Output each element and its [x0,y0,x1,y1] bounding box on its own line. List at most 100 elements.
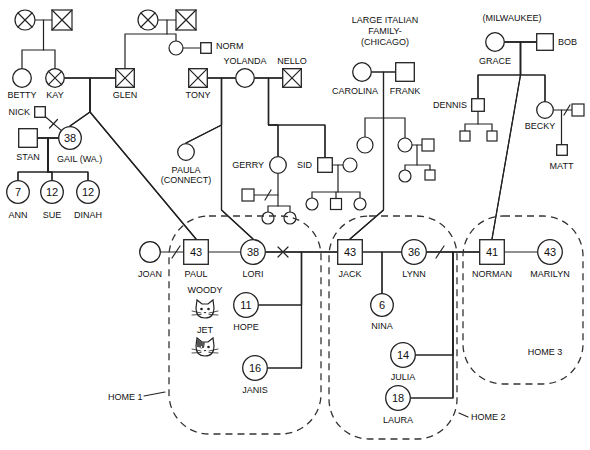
person-circle [59,127,82,150]
person-circle [486,33,505,52]
person-name: DENNIS [433,100,467,110]
person-square [34,106,46,118]
person-circle [538,240,563,265]
relationship-line [209,251,240,252]
person-name: CAROLINA [332,86,378,96]
sid-family [331,199,342,210]
person-circle [243,356,268,381]
home-region: HOME 143PAUL38LORI11HOPE16JANIS [168,215,322,435]
grandparents-left [18,13,32,27]
relationship-line [65,78,90,126]
cat-icon [207,308,210,311]
person-circle [537,102,554,119]
person-circle [235,68,255,88]
person-name: LYNN [402,269,425,279]
gerry-family [277,195,278,206]
gerry-family [254,174,278,195]
female-person: 38GAIL (WA.) [58,126,82,150]
person-circle [13,69,32,88]
relationship-line [38,138,52,180]
cat-icon [200,308,203,311]
person-square [282,68,302,88]
male-person: NICK [34,106,46,118]
female-person: 6NINA [370,293,394,317]
italian-family [399,170,411,182]
person-name: YOLANDA [224,56,267,66]
person-square [395,62,415,82]
grandparents-left [52,10,72,30]
female-person: YOLANDA [235,68,255,88]
female-person: 11HOPE [233,292,259,318]
person-name: LORI [242,269,263,279]
grandparents-left [22,50,55,68]
female-person: BETTY [12,68,32,88]
female-person: 18LAURA [385,385,411,411]
cat-icon [204,350,207,352]
person-name: GLEN [113,90,138,100]
grandparents-left [52,10,72,30]
dennis-family [465,124,492,131]
female-person: 43MARILYN [537,239,563,265]
relationship-line [255,78,278,156]
male-person: 41NORMAN [479,239,505,265]
male-person: NORM [200,42,212,54]
grandparents-left [43,20,44,50]
female-person: GRACE [485,32,505,52]
sid-family [354,198,366,210]
deceased-mark [189,69,208,88]
italian-family [398,138,412,152]
person-circle [402,240,427,265]
cat-icon [192,311,218,315]
italian-family [405,165,430,170]
person-square [556,145,567,156]
person-name: JACK [338,269,361,279]
relationship-line [269,78,283,156]
male-person: 43JACK [337,239,363,265]
person-circle [371,294,394,317]
relationship-line [90,78,196,239]
grandparents-left [15,10,72,68]
home-label: HOME 2 [471,412,506,422]
relationship-line [382,252,401,293]
female-person: 16JANIS [242,355,268,381]
person-name: NORM [216,41,244,51]
relationship-line [363,252,382,293]
grandparents-middle [138,10,158,30]
relationship-line [259,252,302,305]
age-number: 12 [76,180,100,204]
dennis-family [477,112,478,124]
male-person: BOB [536,33,554,51]
note-label: (MILWAUKEE) [482,13,541,24]
note-label: LARGE ITALIAN FAMILY- (CHICAGO) [349,15,421,48]
deceased-mark [48,71,62,85]
relationship-line [492,42,536,239]
dennis-family [487,131,497,141]
person-circle [139,241,161,263]
male-person: MATT [556,144,568,156]
relationship-line [492,42,521,239]
age-number: 43 [183,239,209,265]
relationship-line [350,72,395,239]
relationship-line [266,252,302,368]
grandparents-middle [169,41,183,55]
person-circle [45,68,65,88]
grandparents-middle [125,10,200,68]
person-name: ANN [8,210,27,220]
person-name: BETTY [8,90,37,100]
relationship-line [259,252,337,305]
cat-icon [197,339,205,348]
person-name: GRACE [479,56,511,66]
person-circle [386,386,411,411]
home-pointer [144,392,165,396]
dennis-family [460,131,470,141]
female-person: JOAN [139,241,161,263]
grandparents-middle [176,10,196,30]
note-label: WOODY [188,285,223,296]
male-person: NELLO [282,68,302,88]
person-square [317,157,333,173]
italian-family [422,139,434,151]
person-square [189,69,208,88]
